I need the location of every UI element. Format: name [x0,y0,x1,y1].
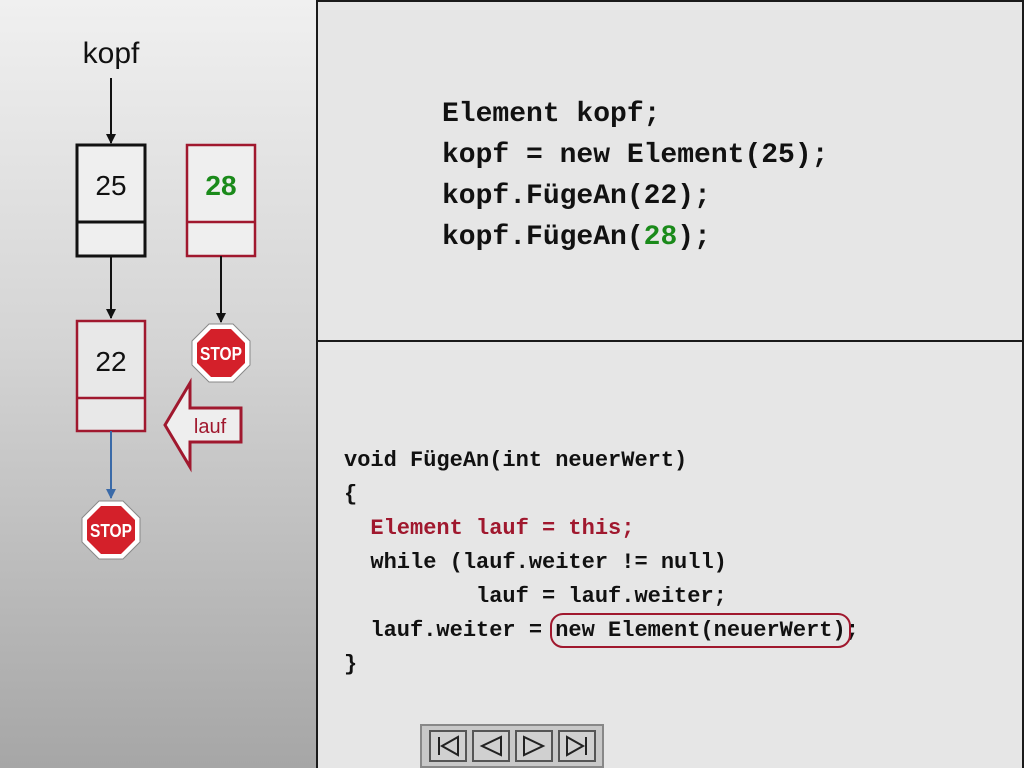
stop-sign-icon: STOP [191,323,251,383]
linked-list-diagram: kopf 25 22 28 STOP STOP [75,37,257,560]
code-line: } [344,652,358,677]
head-label: kopf [83,37,140,70]
node-value: 25 [95,170,126,201]
node-value: 28 [205,170,236,201]
code-line: void FügeAn(int neuerWert) [344,448,688,473]
code-line: lauf.weiter = new Element(neuerWert); [344,613,859,648]
main-code-panel: Element kopf; kopf = new Element(25); kopf… [316,0,1024,342]
diagram-panel: kopf 25 22 28 STOP STOP [0,0,316,768]
node-28: 28 [185,143,257,258]
svg-text:STOP: STOP [200,344,242,364]
prev-slide-button[interactable] [471,730,510,762]
node-22: 22 [75,319,147,433]
first-slide-button[interactable] [428,730,467,762]
code-line: Element kopf; [442,99,661,130]
code-line: { [344,482,358,507]
last-slide-button[interactable] [557,730,596,762]
last-icon [565,735,587,757]
first-icon [437,735,459,757]
method-code: void FügeAn(int neuerWert) { Element lauf… [344,444,859,682]
highlighted-expression: new Element(neuerWert) [550,613,851,648]
node-value: 22 [95,346,126,377]
lauf-pointer: lauf [163,377,243,473]
main-code: Element kopf; kopf = new Element(25); kopf… [442,94,828,258]
highlight-value: 28 [643,222,678,253]
method-code-panel: void FügeAn(int neuerWert) { Element lauf… [316,340,1024,768]
svg-text:STOP: STOP [90,521,132,541]
code-line: kopf.FügeAn(28); [442,222,711,253]
stop-sign-icon: STOP [81,500,141,560]
code-line: kopf.FügeAn(22); [442,181,711,212]
code-line: while (lauf.weiter != null) [344,550,727,575]
node-25: 25 [75,143,147,258]
code-line-current: Element lauf = this; [344,516,635,541]
prev-icon [479,735,502,757]
pointer-label: lauf [194,416,227,438]
slide-navigation [420,724,604,768]
next-slide-button[interactable] [514,730,553,762]
next-icon [522,735,545,757]
code-line: lauf = lauf.weiter; [344,584,727,609]
code-line: kopf = new Element(25); [442,140,829,171]
